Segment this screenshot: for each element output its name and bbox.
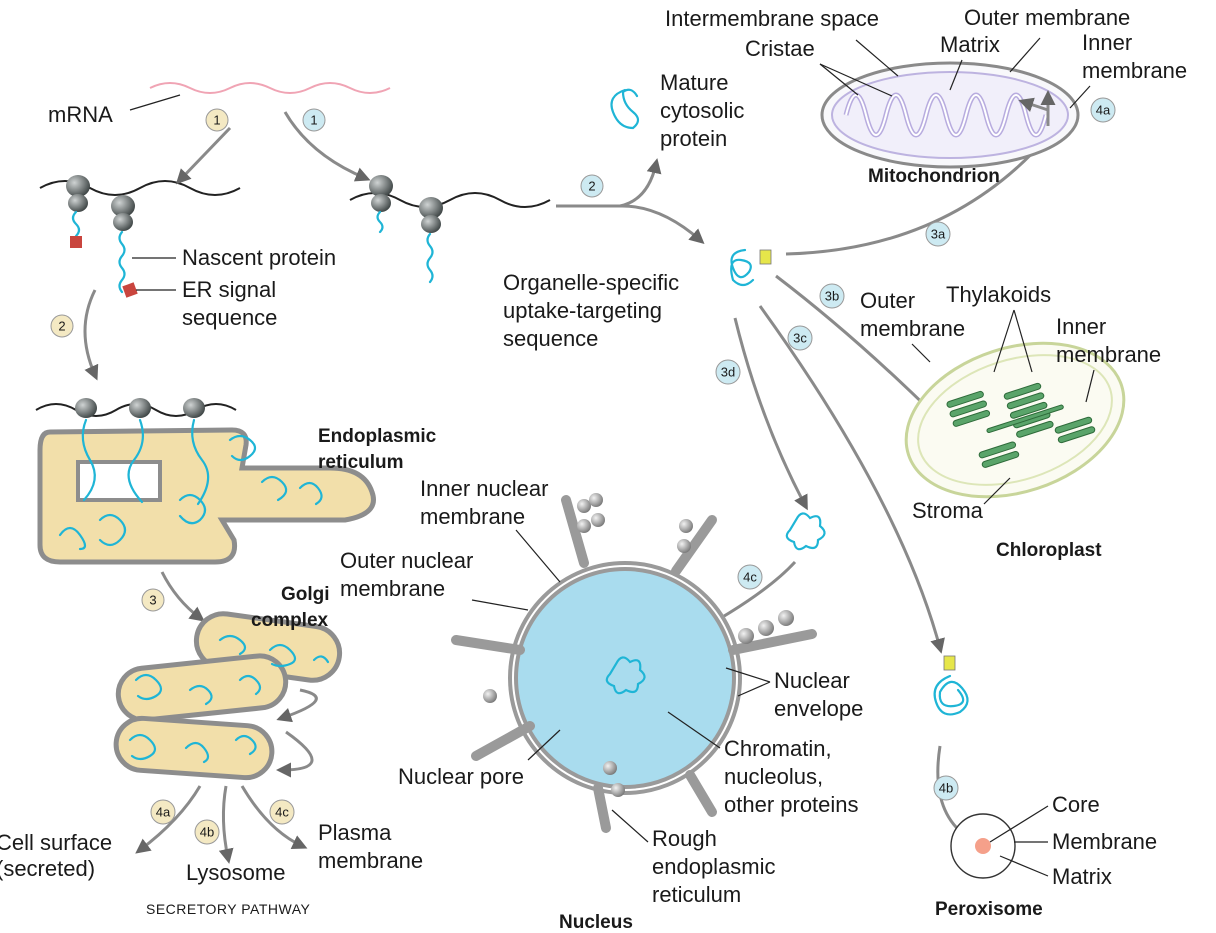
golgi-complex-shape	[113, 611, 343, 781]
inner-nuclear-label-2: membrane	[420, 504, 525, 529]
uptake-label-2: uptake-targeting	[503, 298, 662, 323]
rough-er-label-3: reticulum	[652, 882, 741, 907]
chloroplast-shape	[904, 341, 1126, 499]
nucleus-shape	[451, 493, 826, 833]
step-4a-secretory: 4a	[156, 805, 171, 820]
mrna-label: mRNA	[48, 102, 113, 127]
inner-membrane-chl-label-2: membrane	[1056, 342, 1161, 367]
matrix-mito-label: Matrix	[940, 32, 1000, 57]
step-1-cytosolic: 1	[310, 113, 317, 128]
outer-membrane-chl-label-2: membrane	[860, 316, 965, 341]
chromatin-label-1: Chromatin,	[724, 736, 832, 761]
step-1-secretory: 1	[213, 113, 220, 128]
step-4b-peroxisome: 4b	[939, 781, 953, 796]
cristae-label: Cristae	[745, 36, 815, 61]
inner-membrane-mito-label-2: membrane	[1082, 58, 1187, 83]
step-2-cytosolic: 2	[588, 179, 595, 194]
outer-nuclear-label-2: membrane	[340, 576, 445, 601]
cell-surface-label-2: (secreted)	[0, 856, 95, 881]
nucleus-title: Nucleus	[559, 912, 633, 928]
step-3-secretory: 3	[149, 593, 156, 608]
targeted-protein	[730, 248, 772, 287]
step-3a: 3a	[931, 227, 946, 242]
core-label: Core	[1052, 792, 1100, 817]
outer-nuclear-label-1: Outer nuclear	[340, 548, 473, 573]
step-4a-mitochondrion: 4a	[1096, 103, 1111, 118]
plasma-membrane-label-2: membrane	[318, 848, 423, 873]
intermembrane-space-label: Intermembrane space	[665, 6, 879, 31]
outer-membrane-mito-label: Outer membrane	[964, 5, 1130, 30]
membrane-perox-label: Membrane	[1052, 829, 1157, 854]
golgi-title-2: complex	[251, 610, 329, 631]
mrna-strand	[149, 82, 391, 94]
nascent-protein-label: Nascent protein	[182, 245, 336, 270]
mature-label-3: protein	[660, 126, 727, 151]
step-markers: 1 1 2 2 3a 3b 3c 3d 4a 4c 4b 3 4a 4b 4c	[50, 97, 1116, 845]
thylakoids-label: Thylakoids	[946, 282, 1051, 307]
inner-membrane-chl-label-1: Inner	[1056, 314, 1106, 339]
mature-label-2: cytosolic	[660, 98, 744, 123]
matrix-perox-label: Matrix	[1052, 864, 1112, 889]
er-signal-label: ER signal	[182, 277, 276, 302]
step-4c-nucleus: 4c	[743, 570, 757, 585]
uptake-label-1: Organelle-specific	[503, 270, 679, 295]
step-3b: 3b	[825, 289, 839, 304]
step-4c-secretory: 4c	[275, 805, 289, 820]
step-3c: 3c	[793, 331, 807, 346]
er-signal-sequence-shape	[70, 236, 82, 248]
uptake-label-3: sequence	[503, 326, 598, 351]
er-title-1: Endoplasmic	[318, 426, 437, 447]
stroma-label: Stroma	[912, 498, 984, 523]
polysome-cytosolic	[349, 175, 551, 284]
inner-membrane-mito-label-1: Inner	[1082, 30, 1132, 55]
mature-cytosolic-protein	[610, 88, 640, 130]
lysosome-label: Lysosome	[186, 860, 285, 885]
outer-membrane-chl-label-1: Outer	[860, 288, 915, 313]
er-signal-label-2: sequence	[182, 305, 277, 330]
step-4b-secretory: 4b	[200, 825, 214, 840]
nuclear-pore-label: Nuclear pore	[398, 764, 524, 789]
endoplasmic-reticulum-shape	[35, 398, 376, 565]
nuclear-envelope-label-2: envelope	[774, 696, 863, 721]
golgi-title-1: Golgi	[281, 584, 330, 605]
step-3d: 3d	[721, 365, 735, 380]
secretory-pathway-label: SECRETORY PATHWAY	[146, 901, 311, 917]
mitochondrion-title: Mitochondrion	[868, 166, 1000, 187]
mature-label-1: Mature	[660, 70, 728, 95]
chloroplast-title: Chloroplast	[996, 540, 1102, 561]
chromatin-label-3: other proteins	[724, 792, 859, 817]
peroxisome-title: Peroxisome	[935, 899, 1043, 920]
inner-nuclear-label-1: Inner nuclear	[420, 476, 548, 501]
er-title-2: reticulum	[318, 452, 404, 473]
cell-surface-label-1: Cell surface	[0, 830, 112, 855]
step-2-secretory: 2	[58, 319, 65, 334]
mitochondrion-shape	[820, 61, 1080, 169]
plasma-membrane-label-1: Plasma	[318, 820, 392, 845]
rough-er-label-2: endoplasmic	[652, 854, 776, 879]
peroxisome-shape	[933, 655, 1016, 879]
chromatin-label-2: nucleolus,	[724, 764, 823, 789]
polysome-free	[39, 175, 241, 298]
nuclear-envelope-label-1: Nuclear	[774, 668, 850, 693]
mrna-leader	[129, 94, 181, 111]
rough-er-label-1: Rough	[652, 826, 717, 851]
